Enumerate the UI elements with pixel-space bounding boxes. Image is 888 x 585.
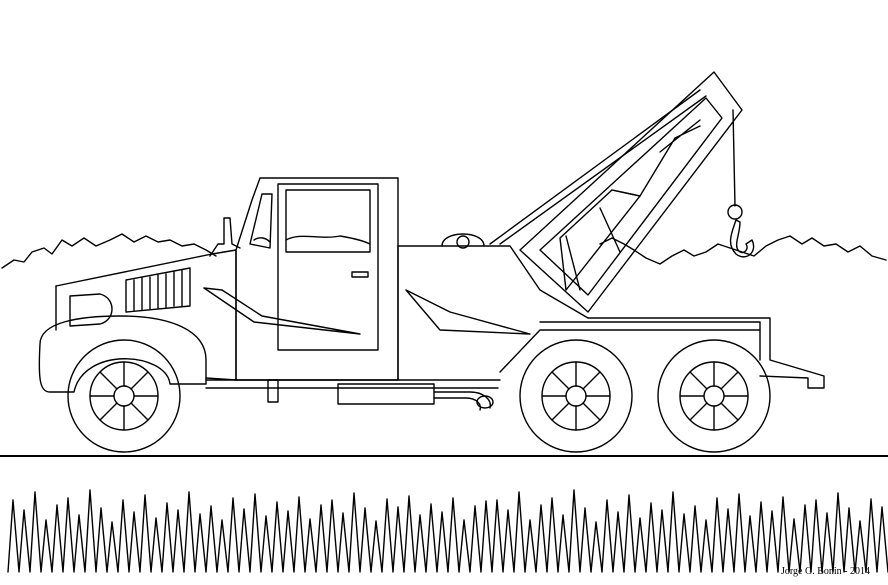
- front-wheel: [67, 339, 181, 453]
- truck-cab: [203, 177, 399, 381]
- rear-wheel-2: [657, 339, 771, 453]
- spare-wheel: [441, 233, 485, 247]
- rear-wheel-1: [519, 339, 633, 453]
- spare-wheel-hub: [456, 235, 470, 249]
- crane-boom: [489, 71, 755, 313]
- chassis: [205, 379, 501, 411]
- artist-credit: Jorge G. Bonin - 2014: [781, 566, 870, 577]
- truck-body: [397, 245, 825, 389]
- grass-zigzag: [7, 489, 888, 573]
- front-fender: [38, 315, 207, 393]
- truck-hood: [55, 217, 241, 381]
